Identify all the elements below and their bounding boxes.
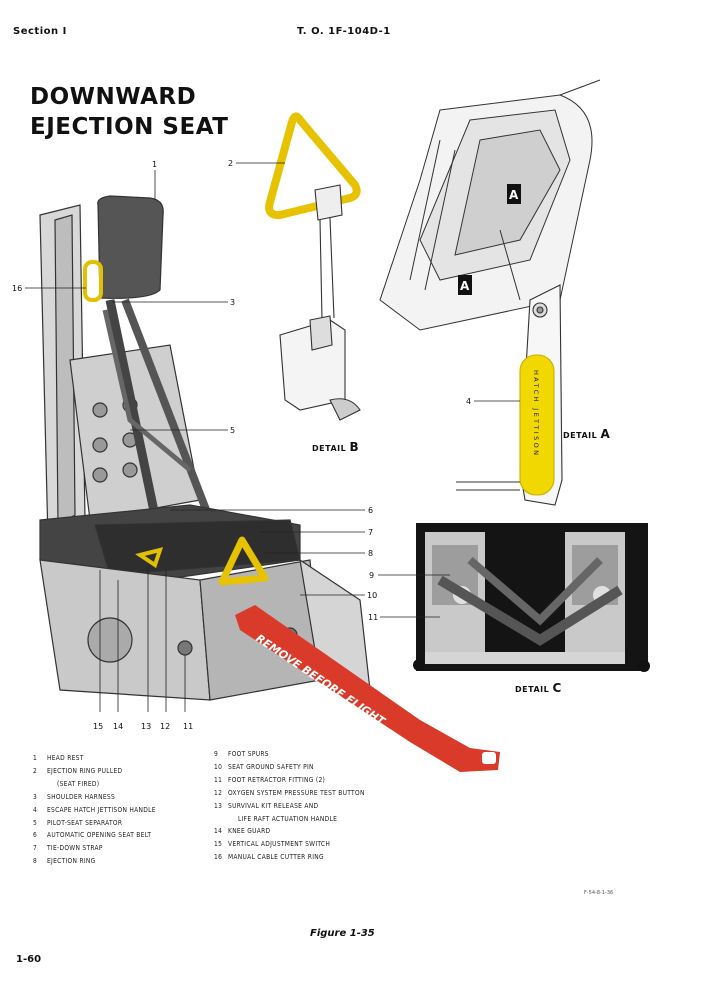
legend-item-number: 1: [33, 754, 38, 762]
legend-item-number: 12: [214, 788, 223, 797]
detail-a-label: DETAIL A: [563, 427, 611, 441]
legend-item: 15 VERTICAL ADJUSTMENT SWITCH: [214, 838, 424, 851]
legend-item: 16 MANUAL CABLE CUTTER RING: [214, 851, 424, 864]
callout-9: 9: [369, 571, 374, 580]
legend-item-text: MANUAL CABLE CUTTER RING: [228, 853, 324, 862]
section-label: Section I: [13, 26, 67, 37]
legend-item-number: 4: [33, 805, 38, 814]
legend-item-text: TIE-DOWN STRAP: [47, 844, 103, 853]
callout-5: 5: [230, 426, 235, 435]
legend-item: 13 SURVIVAL KIT RELEASE AND: [214, 800, 424, 813]
hatch-jettison-label: HATCH JETTISON: [532, 370, 540, 457]
legend-item: 10 SEAT GROUND SAFETY PIN: [214, 761, 424, 774]
page-number: 1-60: [16, 954, 42, 965]
page-title: DOWNWARD EJECTION SEAT: [30, 82, 228, 142]
legend-item-number: [214, 813, 228, 826]
callout-13: 13: [141, 722, 151, 731]
legend-item-text: OXYGEN SYSTEM PRESSURE TEST BUTTON: [228, 788, 365, 797]
legend-item-number: [33, 778, 47, 791]
legend-item-number: 13: [214, 801, 223, 810]
legend-left: 1 HEAD REST 2 EJECTION RING PULLED (SEAT FIR…: [33, 752, 223, 868]
legend-item-number: 6: [33, 831, 38, 840]
callout-12: 12: [160, 722, 170, 731]
legend-item: 8 EJECTION RING: [33, 855, 223, 868]
legend-item-number: 11: [214, 775, 223, 784]
legend-item-text: LIFE RAFT ACTUATION HANDLE: [238, 814, 338, 823]
detail-b-drawing: [265, 112, 361, 421]
legend-item-text: HEAD REST: [47, 754, 84, 762]
legend-item-text: SEAT GROUND SAFETY PIN: [228, 762, 314, 771]
callout-1: 1: [152, 160, 157, 169]
detail-a-marker-lower: A: [458, 275, 472, 295]
legend-item-text: KNEE GUARD: [228, 827, 271, 836]
legend-item-number: 2: [33, 766, 38, 775]
legend-item-text: FOOT SPURS: [228, 750, 269, 758]
legend-item-number: 7: [33, 844, 38, 853]
legend-item: 5 PILOT-SEAT SEPARATOR: [33, 817, 223, 830]
legend-item: 7 TIE-DOWN STRAP: [33, 842, 223, 855]
legend-item: 4 ESCAPE HATCH JETTISON HANDLE: [33, 804, 223, 817]
legend-item: 12 OXYGEN SYSTEM PRESSURE TEST BUTTON: [214, 787, 424, 800]
callout-11: 11: [368, 613, 378, 622]
title-line-2: EJECTION SEAT: [30, 114, 229, 140]
legend-item-text: FOOT RETRACTOR FITTING (2): [228, 775, 326, 784]
legend-item-text: SHOULDER HARNESS: [47, 792, 116, 801]
callout-15: 15: [93, 722, 103, 731]
callout-16: 16: [12, 284, 22, 293]
legend-item-text: (SEAT FIRED): [57, 779, 100, 788]
legend-item: 11 FOOT RETRACTOR FITTING (2): [214, 774, 424, 787]
leader-lines: [25, 162, 520, 712]
figure-caption: Figure 1-35: [310, 928, 375, 939]
legend-right: 9 FOOT SPURS 10 SEAT GROUND SAFETY PIN 11 FOO…: [214, 748, 424, 864]
legend-item-text: EJECTION RING PULLED: [47, 766, 123, 775]
title-line-1: DOWNWARD: [30, 84, 197, 110]
detail-b-label: DETAIL B: [312, 440, 360, 454]
callout-2: 2: [228, 159, 233, 168]
callout-8: 8: [368, 549, 373, 558]
callout-10: 10: [367, 591, 377, 600]
callout-14: 14: [113, 722, 123, 731]
cockpit-canopy-drawing: [379, 79, 601, 331]
legend-item-text: ESCAPE HATCH JETTISON HANDLE: [47, 805, 156, 814]
legend-item: 9 FOOT SPURS: [214, 748, 424, 761]
legend-item: 1 HEAD REST: [33, 752, 223, 765]
legend-item-number: 15: [214, 840, 223, 849]
detail-c-label: DETAIL C: [515, 681, 562, 695]
legend-item-text: AUTOMATIC OPENING SEAT BELT: [47, 831, 152, 840]
callout-6: 6: [368, 506, 373, 515]
legend-item-number: 10: [214, 762, 223, 771]
callout-4: 4: [466, 397, 471, 406]
legend-item-number: 3: [33, 792, 38, 801]
callout-7: 7: [368, 528, 373, 537]
legend-item: 3 SHOULDER HARNESS: [33, 791, 223, 804]
legend-item: LIFE RAFT ACTUATION HANDLE: [214, 813, 424, 826]
legend-item-number: 14: [214, 827, 223, 836]
legend-item-text: SURVIVAL KIT RELEASE AND: [228, 801, 319, 810]
figure-reference-number: F-54-8-1-36: [584, 890, 614, 896]
callout-3: 3: [230, 298, 235, 307]
detail-a-drawing: [456, 284, 563, 506]
legend-item: (SEAT FIRED): [33, 778, 223, 791]
detail-c-photo: [413, 523, 650, 672]
seat-drawing: [39, 195, 371, 701]
legend-item-text: VERTICAL ADJUSTMENT SWITCH: [228, 840, 331, 849]
callout-numbers: 1 2 3 4 5 6 7 8 9 10 11 12 13 14 15 16 1…: [12, 159, 471, 731]
detail-a-marker-upper: A: [507, 184, 521, 204]
legend-item: 2 EJECTION RING PULLED: [33, 765, 223, 778]
legend-item-number: 8: [33, 857, 38, 866]
marker-a-upper: A: [509, 188, 519, 202]
legend-item-number: 5: [33, 818, 38, 827]
legend-item: 14 KNEE GUARD: [214, 825, 424, 838]
tech-order-number: T. O. 1F-104D-1: [297, 26, 391, 37]
marker-a-lower: A: [460, 279, 470, 293]
callout-11-seat: 11: [183, 722, 193, 731]
legend-item-text: EJECTION RING: [47, 857, 96, 866]
legend-item-number: 16: [214, 853, 223, 862]
legend-item-text: PILOT-SEAT SEPARATOR: [47, 818, 123, 827]
legend-item: 6 AUTOMATIC OPENING SEAT BELT: [33, 829, 223, 842]
legend-item-number: 9: [214, 750, 219, 758]
